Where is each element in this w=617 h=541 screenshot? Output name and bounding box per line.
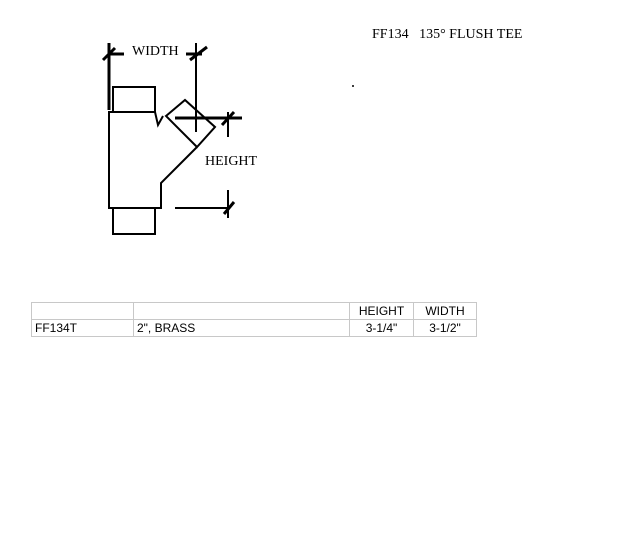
dimension-lines (101, 43, 242, 218)
body (108, 111, 198, 209)
table-header-row: HEIGHT WIDTH (31, 302, 477, 320)
table-row: FF134T 2", BRASS 3-1/4" 3-1/2" (31, 319, 477, 337)
description: 2", BRASS (133, 319, 350, 337)
header-cell (133, 302, 350, 320)
width-label: WIDTH (130, 44, 181, 60)
height-label: HEIGHT (205, 154, 258, 169)
header-width: WIDTH (413, 302, 477, 320)
stray-dot (352, 85, 354, 87)
header-height: HEIGHT (349, 302, 414, 320)
part-number: FF134T (31, 319, 134, 337)
tee-outline (108, 86, 217, 235)
top-cap (112, 86, 156, 113)
width-value: 3-1/2" (413, 319, 477, 337)
header-cell (31, 302, 134, 320)
zigzag (154, 111, 164, 128)
spec-table: HEIGHT WIDTH FF134T 2", BRASS 3-1/4" 3-1… (31, 302, 477, 337)
bottom-cap (112, 207, 156, 235)
drawing-title: FF134 135° FLUSH TEE (372, 27, 523, 42)
branch-diamond (164, 98, 217, 149)
height-value: 3-1/4" (349, 319, 414, 337)
